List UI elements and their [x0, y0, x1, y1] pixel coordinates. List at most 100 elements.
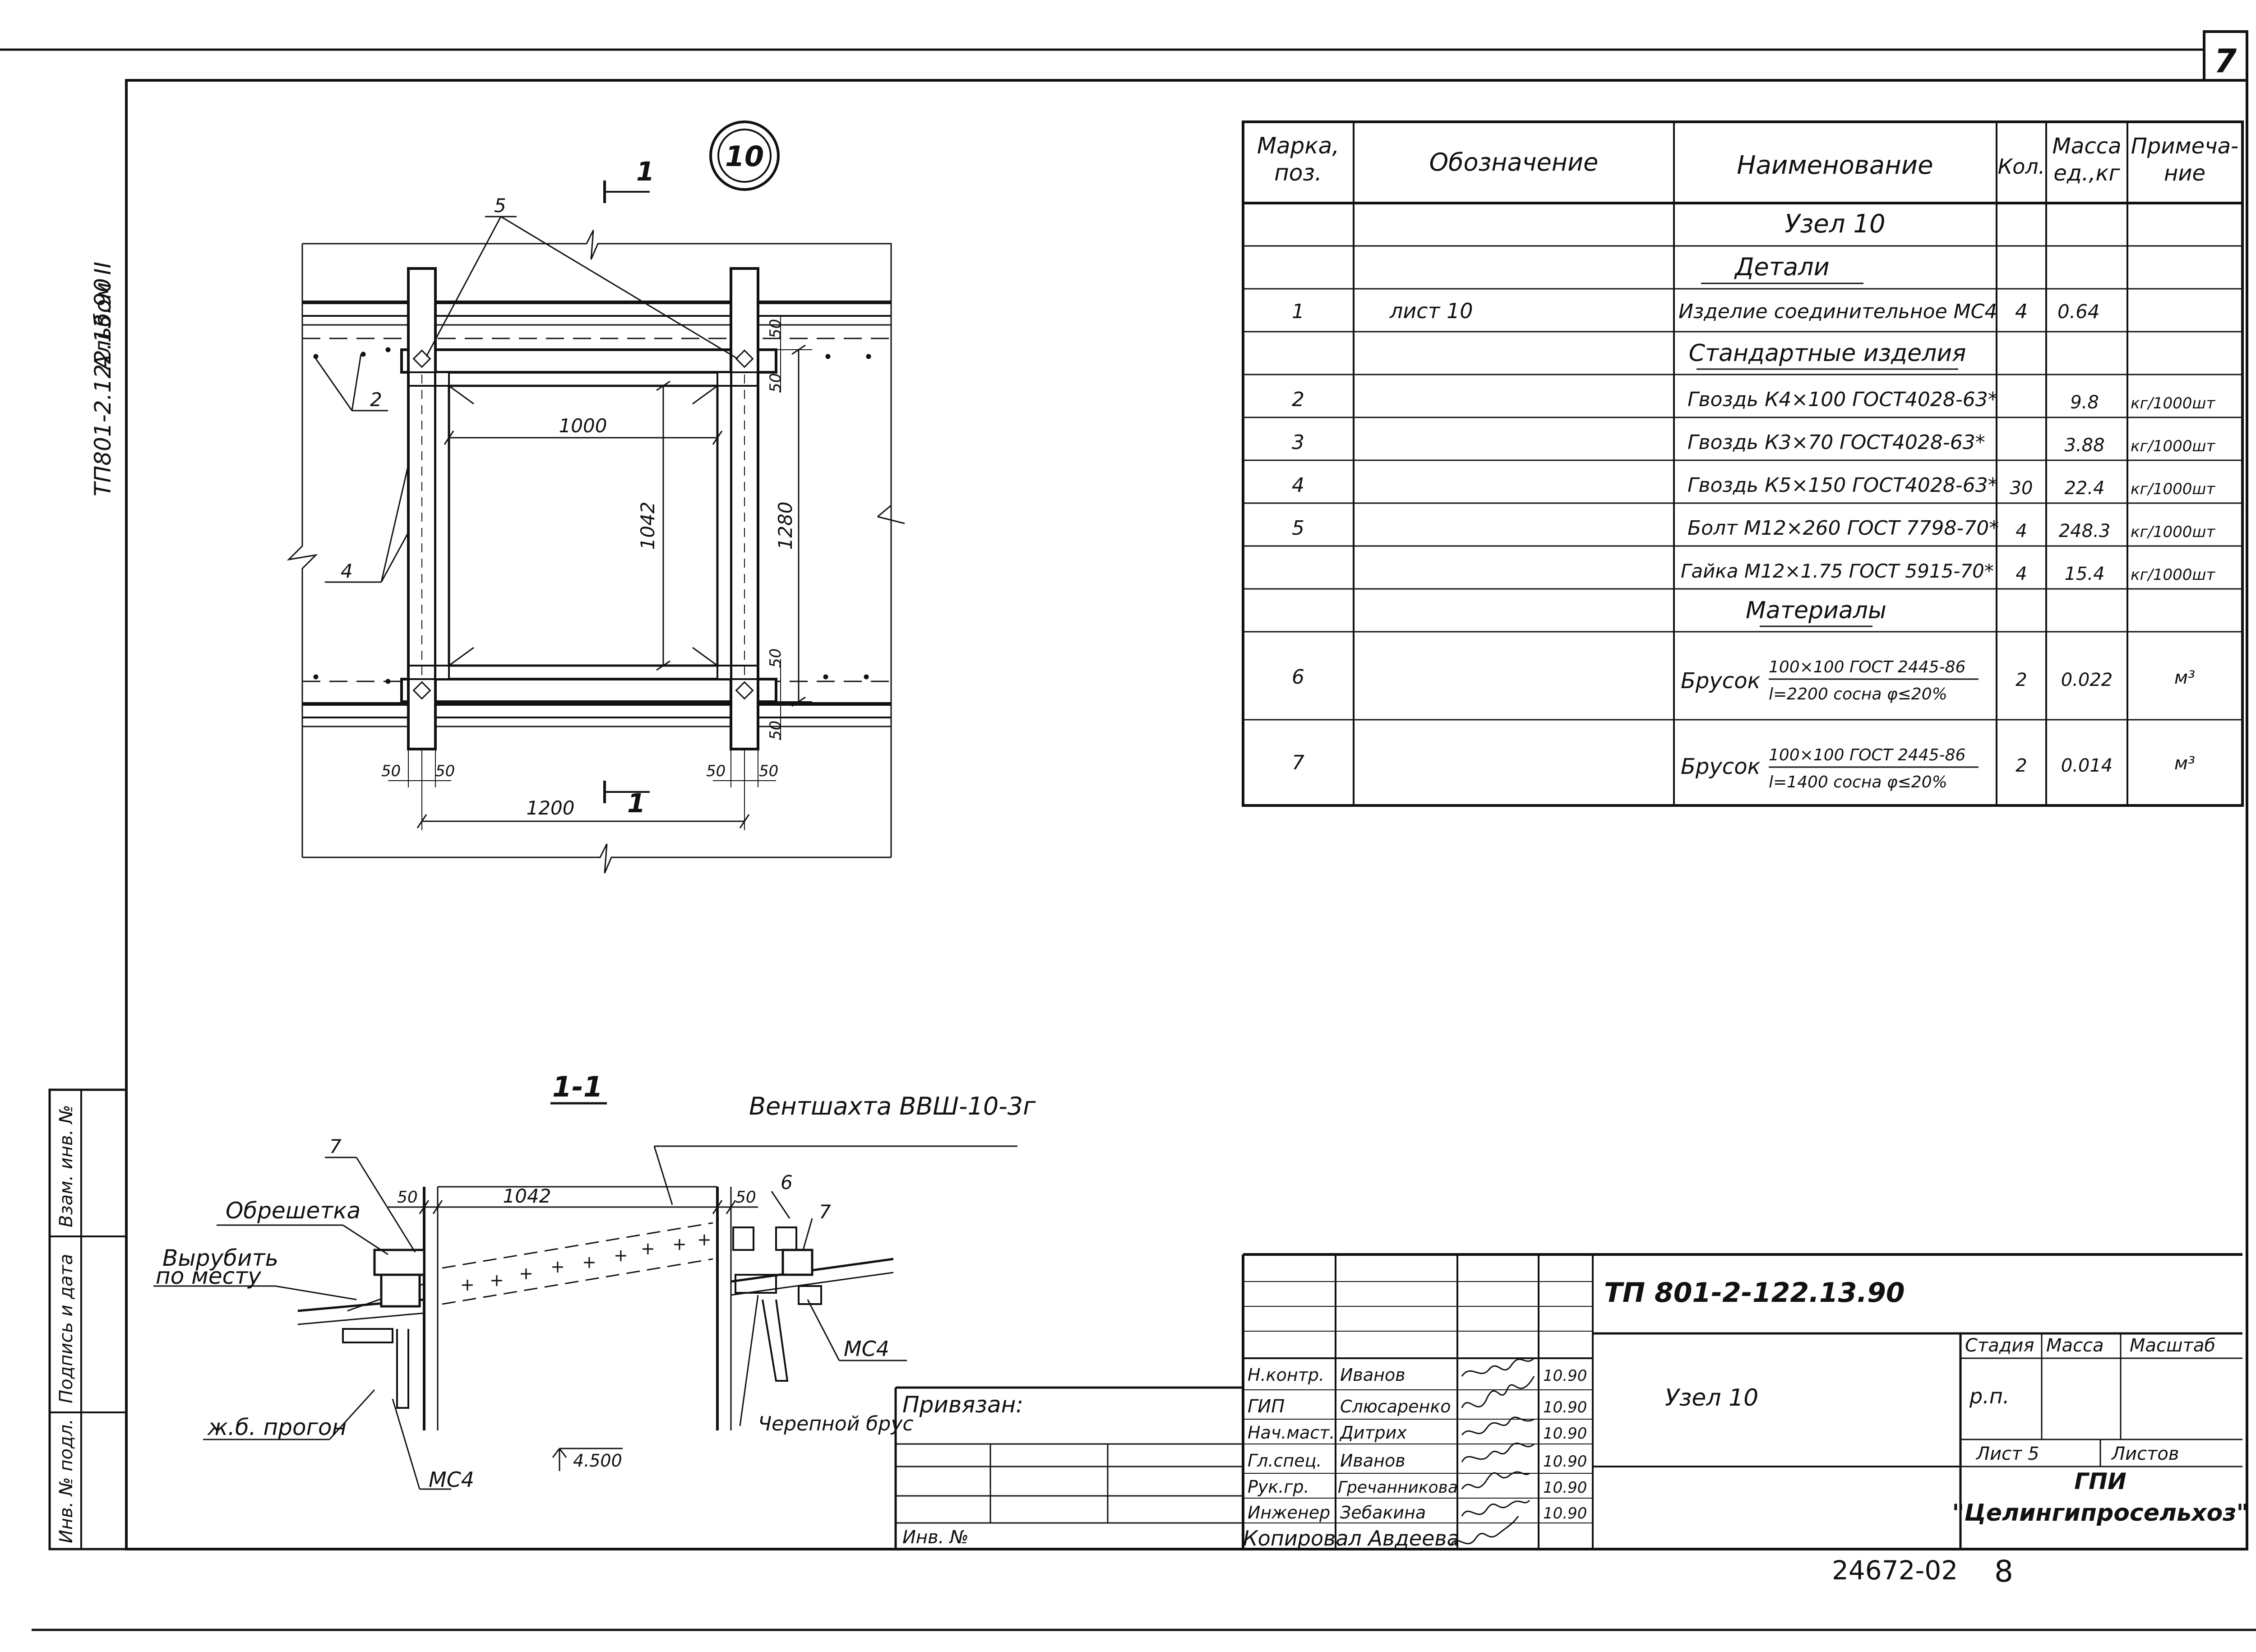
signer-name: Гречанникова [1338, 1478, 1458, 1497]
plan-view [287, 180, 905, 874]
signer-role: Нач.маст. [1248, 1423, 1335, 1443]
dim-1200: 1200 [527, 797, 575, 819]
row1-mark: 1 [1292, 300, 1304, 323]
section-title: 1-1 [552, 1070, 603, 1103]
spec-table [1242, 120, 2244, 807]
row6-name: Брусок [1681, 668, 1761, 694]
callout-nails-left: 2 [370, 389, 382, 411]
row7-note: м³ [2174, 753, 2195, 774]
signer-role: Рук.гр. [1248, 1477, 1309, 1497]
strip-cell-inv-orig: Инв. № подл. [56, 1419, 77, 1543]
row5-name: Болт М12×260 ГОСТ 7798-70* [1687, 517, 1999, 540]
node-number: 10 [725, 140, 764, 173]
dim-50-br2: 50 [767, 721, 785, 740]
signer-name: Дитрих [1339, 1423, 1407, 1443]
hdr-mark-2: поз. [1274, 160, 1322, 186]
row3-mass: 3.88 [2064, 435, 2104, 456]
signer-name: Иванов [1340, 1451, 1405, 1471]
row-nut-qty: 4 [2016, 564, 2027, 584]
side-stamp-album: Альбом II [90, 262, 116, 371]
signer-name: Иванов [1340, 1365, 1405, 1385]
row6-qty: 2 [2016, 670, 2027, 690]
inner-frame [125, 79, 2248, 1550]
row-nut-note: кг/1000шт [2131, 566, 2215, 584]
label-cut-line1: Вырубить [162, 1245, 278, 1271]
strip-cell-replace-inv: Взам. инв. № [56, 1105, 77, 1227]
section-mark-bottom: 1 [627, 788, 645, 819]
table-row-heading-materials: Материалы [1746, 597, 1886, 624]
bottom-page-number: 8 [1994, 1554, 2013, 1589]
section-level: 4.500 [573, 1451, 622, 1471]
row2-name: Гвоздь К4×100 ГОСТ4028-63* [1687, 388, 1998, 411]
hdr-mass-1: Масса [2052, 134, 2121, 159]
row6-note: м³ [2174, 667, 2195, 688]
corner-page-box [2203, 30, 2248, 82]
org-line2: "Целингипросельхоз" [1952, 1499, 2248, 1527]
table-row-heading-standard: Стандартные изделия [1689, 340, 1966, 367]
table-row-heading-node: Узел 10 [1784, 209, 1885, 239]
svg-text:+: + [697, 1230, 712, 1249]
row7-name-sub2: l=1400 сосна φ≤20% [1769, 773, 1947, 791]
label-cut-line2: по месту [156, 1263, 262, 1289]
row1-designation: лист 10 [1389, 299, 1473, 323]
section-dim-50-left: 50 [397, 1188, 418, 1207]
row7-name-sub1: 100×100 ГОСТ 2445-86 [1769, 746, 1965, 764]
hdr-mass-2: ед.,кг [2053, 161, 2120, 186]
row6-mass: 0.022 [2061, 670, 2113, 690]
scale-label: Масштаб [2130, 1335, 2215, 1356]
dim-50-bb2: 50 [759, 762, 778, 780]
signers-table: Н.контр. Иванов 10.90 ГИП Слюсаренко 10.… [1248, 1365, 1587, 1522]
hdr-mark-1: Марка, [1257, 133, 1339, 159]
dim-50-br1: 50 [767, 648, 785, 668]
dim-50-tr2: 50 [767, 373, 785, 393]
stage-label: Стадия [1965, 1335, 2034, 1356]
stage-value: р.п. [1969, 1384, 2010, 1408]
dim-1280: 1280 [774, 502, 796, 550]
signer-date: 10.90 [1543, 1504, 1587, 1522]
svg-text:+: + [550, 1257, 565, 1277]
label-lathing: Обрешетка [226, 1198, 361, 1224]
inv-no-label: Инв. № [902, 1527, 969, 1548]
signer-role: Н.контр. [1248, 1365, 1324, 1385]
hdr-designation: Обозначение [1429, 148, 1599, 176]
left-strip: Взам. инв. № Подпись и дата Инв. № подл. [48, 1088, 128, 1550]
callout-7-right: 7 [819, 1201, 831, 1223]
signer-date: 10.90 [1543, 1398, 1587, 1416]
row7-mark: 7 [1292, 751, 1304, 774]
row2-mark: 2 [1292, 388, 1304, 411]
row7-qty: 2 [2016, 755, 2027, 776]
signer-role: Инженер [1248, 1503, 1330, 1522]
dim-1000: 1000 [559, 415, 607, 437]
sheets-label: Листов [2111, 1444, 2179, 1464]
row3-mark: 3 [1292, 431, 1304, 454]
row6-name-sub2: l=2200 сосна φ≤20% [1769, 685, 1947, 703]
svg-text:+: + [490, 1270, 504, 1290]
sheet-name: Узел 10 [1665, 1384, 1758, 1411]
row1-name: Изделие соединительное МС4 [1678, 300, 1997, 323]
signature-squiggles [1450, 1357, 1535, 1546]
row1-mass: 0.64 [2057, 301, 2100, 323]
row-nut-name: Гайка М12×1.75 ГОСТ 5915-70* [1681, 560, 1994, 582]
signer-date: 10.90 [1543, 1479, 1587, 1497]
svg-text:+: + [460, 1275, 475, 1295]
signer-date: 10.90 [1543, 1425, 1587, 1443]
title-block [894, 1253, 2242, 1549]
callout-7-left: 7 [329, 1135, 342, 1157]
dim-1042: 1042 [637, 502, 659, 550]
section-dim-50-right: 50 [735, 1188, 756, 1207]
row5-mass: 248.3 [2059, 521, 2111, 541]
table-row-heading-details: Детали [1734, 253, 1830, 281]
svg-text:+: + [614, 1245, 628, 1265]
privyazan-label: Привязан: [902, 1392, 1023, 1418]
row5-mark: 5 [1292, 517, 1304, 540]
svg-text:+: + [519, 1263, 533, 1283]
row2-mass: 9.8 [2070, 392, 2099, 413]
signer-name: Зебакина [1340, 1503, 1426, 1522]
signer-name: Слюсаренко [1340, 1397, 1451, 1416]
section-dim-1042: 1042 [503, 1185, 551, 1207]
svg-text:+: + [641, 1239, 655, 1259]
dim-50-bl2: 50 [435, 762, 455, 780]
svg-text:+: + [672, 1234, 687, 1254]
dim-50-bb1: 50 [706, 762, 726, 780]
